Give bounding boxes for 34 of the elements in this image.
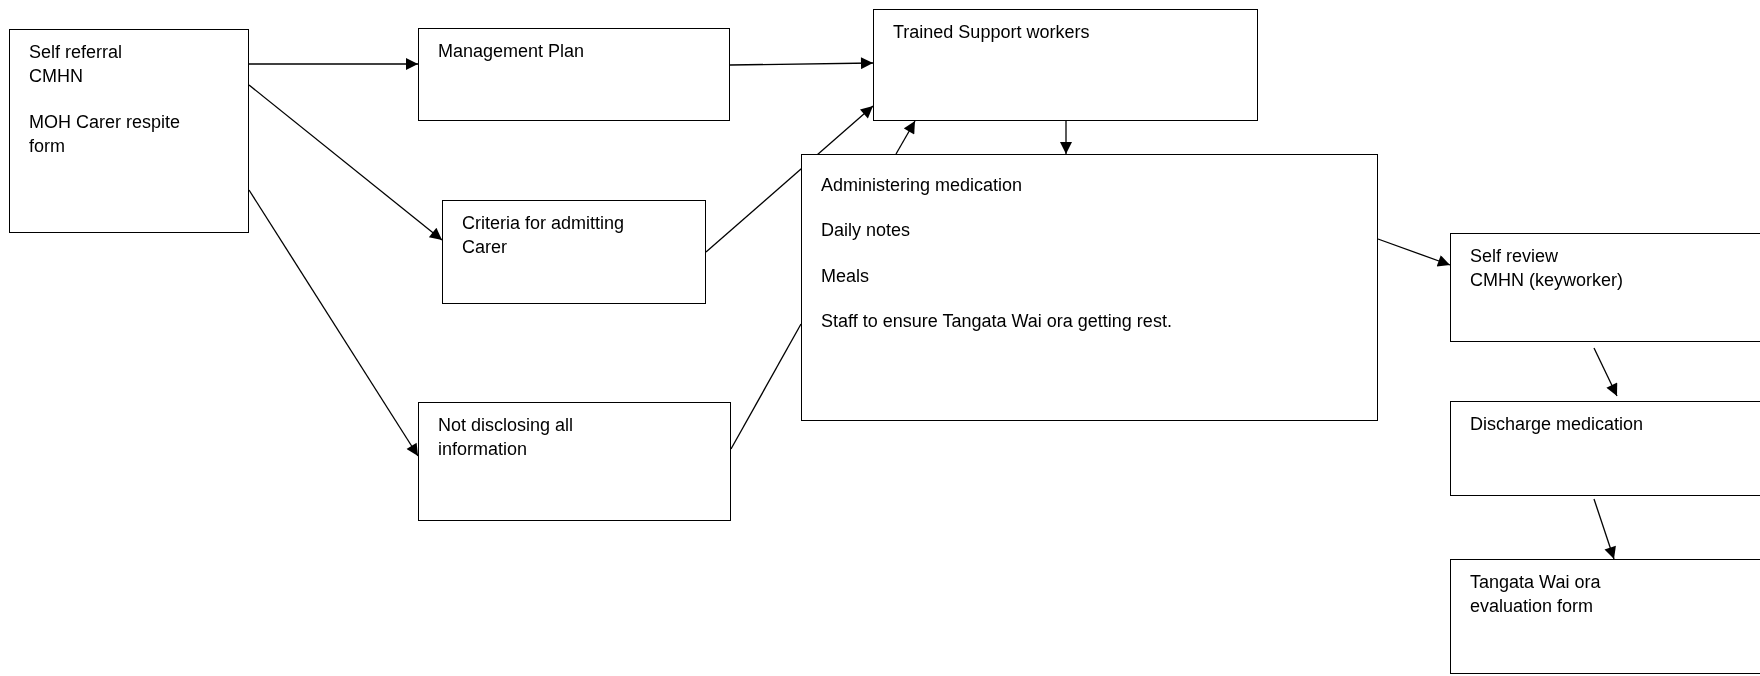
- box-text: Discharge medication: [1470, 413, 1645, 436]
- arrow: [248, 84, 443, 241]
- process-box: [801, 154, 1378, 421]
- process-box: [1450, 233, 1760, 342]
- box-text: Meals: [821, 264, 870, 288]
- box-text: Self review: [1470, 245, 1560, 268]
- process-box: [1450, 401, 1760, 496]
- arrow: [705, 105, 874, 253]
- arrow: [895, 120, 916, 155]
- box-text: Trained Support workers: [893, 21, 1091, 44]
- arrow: [1377, 238, 1451, 267]
- box-text: MOH Carer respite form: [29, 110, 182, 158]
- process-box: [1450, 559, 1760, 674]
- arrow: [248, 58, 419, 70]
- arrow: [1593, 347, 1618, 397]
- box-text: Criteria for admitting Carer: [462, 212, 626, 260]
- process-box: [9, 29, 249, 233]
- arrow: [1060, 120, 1072, 155]
- box-text: CMHN: [29, 65, 84, 89]
- box-text: Staff to ensure Tangata Wai ora getting rest.: [821, 309, 1173, 333]
- arrow: [1593, 498, 1616, 560]
- box-text: Daily notes: [821, 219, 912, 243]
- process-box: [873, 9, 1258, 121]
- arrow: [729, 57, 874, 70]
- box-text: Administering medication: [821, 174, 1024, 197]
- process-box: [418, 402, 731, 521]
- box-text: CMHN (keyworker): [1470, 269, 1624, 293]
- box-text: Management Plan: [438, 40, 586, 63]
- process-box: [418, 28, 730, 121]
- arrow: [248, 189, 419, 457]
- process-box: [442, 200, 706, 304]
- box-text: Tangata Wai ora evaluation form: [1470, 571, 1602, 619]
- box-text: Not disclosing all information: [438, 414, 575, 462]
- box-text: Self referral: [29, 41, 124, 64]
